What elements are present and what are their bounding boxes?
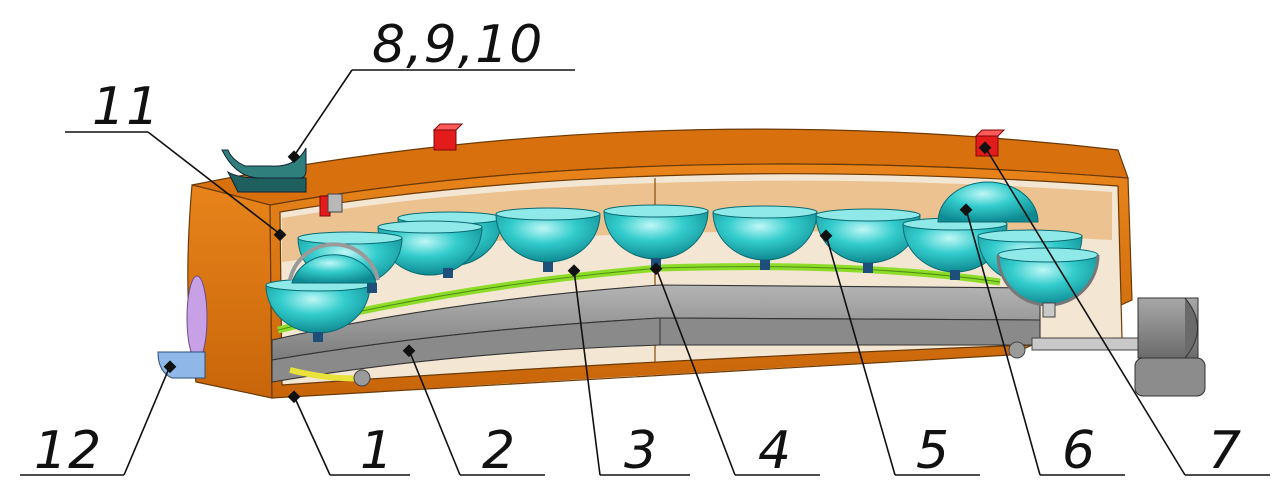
callout-2: 2: [482, 421, 516, 481]
callout-labels: 8,9,10 11 12 1 2 3 4 5 6 7: [34, 15, 1242, 481]
callout-1: 1: [360, 421, 394, 481]
callout-12: 12: [34, 421, 102, 481]
motor: [1134, 297, 1206, 397]
marker-left: [432, 123, 464, 151]
callout-5: 5: [916, 421, 950, 481]
callout-3: 3: [624, 421, 658, 481]
callout-8-9-10: 8,9,10: [372, 15, 543, 75]
callout-4: 4: [758, 421, 792, 481]
tipping-bowl-left: [288, 242, 380, 284]
callout-6: 6: [1062, 421, 1096, 481]
callout-11: 11: [92, 77, 160, 137]
leader-lines: [20, 69, 1270, 476]
side-window: [186, 275, 208, 361]
callout-7: 7: [1208, 421, 1242, 481]
bracket: [157, 351, 206, 379]
drive-shaft: [1031, 337, 1141, 351]
handle: [221, 147, 307, 179]
